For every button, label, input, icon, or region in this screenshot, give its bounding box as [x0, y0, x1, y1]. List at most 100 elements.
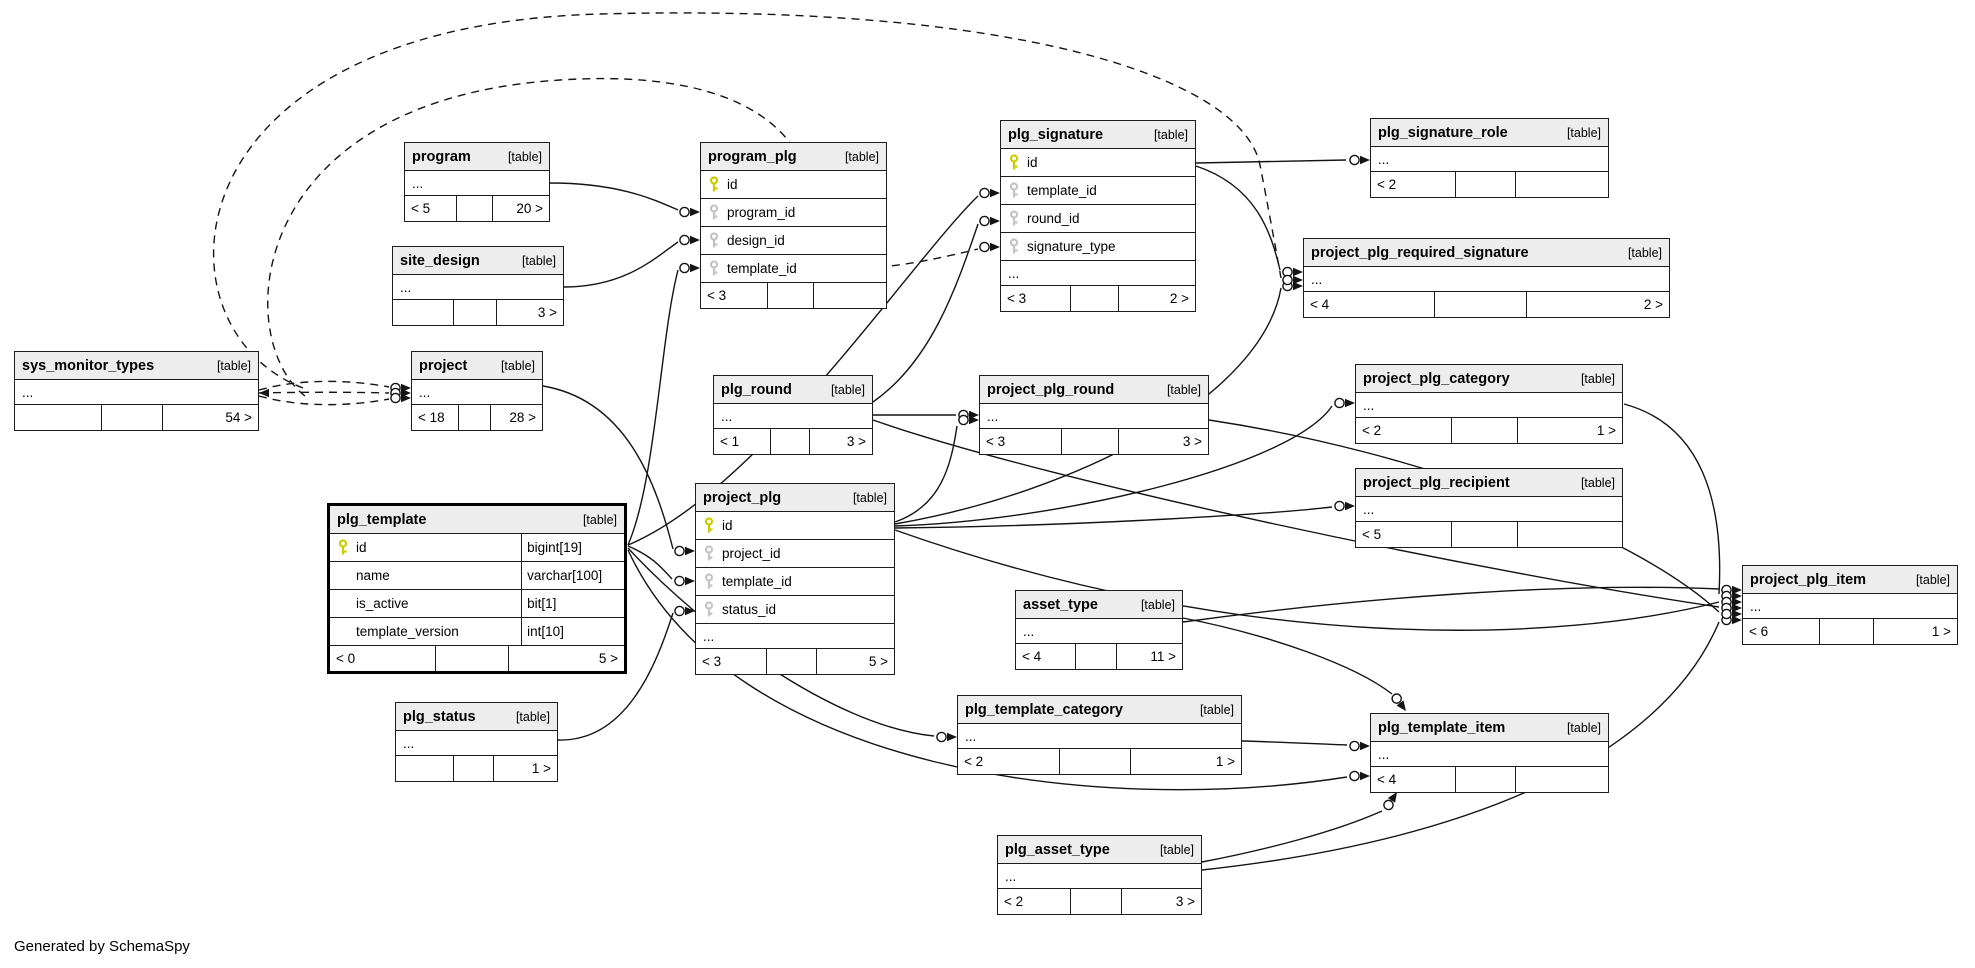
- table-header[interactable]: project_plg[table]: [696, 484, 894, 512]
- table-node-project_plg_required_signature[interactable]: project_plg_required_signature[table]...…: [1303, 238, 1670, 318]
- table-type-badge: [table]: [1580, 475, 1615, 490]
- table-header[interactable]: project[table]: [412, 352, 542, 380]
- key-icon-slot: [701, 176, 727, 193]
- relationship-line: [1182, 586, 1720, 623]
- parents-count: [15, 405, 103, 430]
- table-name[interactable]: plg_template_category: [965, 701, 1123, 718]
- table-name[interactable]: plg_template: [337, 511, 427, 528]
- zero-or-many-circle-icon: [674, 575, 685, 587]
- footer-spacer: [1820, 619, 1874, 644]
- table-header[interactable]: plg_round[table]: [714, 376, 872, 404]
- relationship-line: [627, 549, 1348, 791]
- table-header[interactable]: program[table]: [405, 143, 549, 171]
- table-node-plg_template_item[interactable]: plg_template_item[table]...< 4: [1370, 713, 1609, 793]
- relationship-line: [1182, 617, 1393, 695]
- ellipsis-label: ...: [1363, 501, 1375, 517]
- table-header[interactable]: plg_asset_type[table]: [998, 836, 1201, 864]
- table-name[interactable]: plg_signature: [1008, 126, 1104, 143]
- parents-count: < 5: [1356, 522, 1452, 547]
- relationship-line: [894, 405, 1333, 527]
- relationship-plg_round-to-plg_signature: [872, 215, 1000, 403]
- ellipsis-label: ...: [403, 735, 415, 751]
- table-header[interactable]: site_design[table]: [393, 247, 563, 275]
- table-header[interactable]: plg_status[table]: [396, 703, 557, 731]
- relationship-line: [1623, 403, 1721, 595]
- table-header[interactable]: asset_type [table]: [1016, 591, 1182, 619]
- crow-foot-arrow-icon: [990, 188, 1000, 198]
- parents-count: < 2: [998, 889, 1072, 914]
- key-icon-slot: [701, 204, 727, 221]
- table-name[interactable]: sys_monitor_types: [22, 357, 155, 374]
- footer-spacer: [454, 756, 495, 781]
- key-icon-slot: [696, 517, 722, 534]
- table-header[interactable]: plg_signature[table]: [1001, 121, 1195, 149]
- table-name[interactable]: site_design: [400, 252, 480, 269]
- table-name[interactable]: plg_template_item: [1378, 719, 1506, 736]
- table-name[interactable]: plg_signature_role: [1378, 124, 1508, 141]
- crow-foot-arrow-icon: [969, 415, 979, 425]
- table-name[interactable]: project_plg_round: [987, 381, 1115, 398]
- table-header[interactable]: project_plg_required_signature[table]: [1304, 239, 1669, 267]
- parents-count: < 2: [958, 749, 1060, 774]
- table-name[interactable]: asset_type: [1023, 596, 1098, 613]
- crow-foot-arrow-icon: [1345, 501, 1355, 511]
- table-node-sys_monitor_types[interactable]: sys_monitor_types[table]...54 >: [14, 351, 259, 431]
- table-name[interactable]: project_plg: [703, 489, 782, 506]
- table-name[interactable]: plg_round: [721, 381, 792, 398]
- column-name: is_active: [356, 596, 409, 611]
- hidden-columns-row: ...: [696, 624, 894, 649]
- table-header[interactable]: plg_template_item[table]: [1371, 714, 1608, 742]
- table-node-plg_status[interactable]: plg_status[table]...1 >: [395, 702, 558, 782]
- table-header[interactable]: plg_template_category[table]: [958, 696, 1241, 724]
- table-name[interactable]: project_plg_category: [1363, 370, 1510, 387]
- table-name[interactable]: program: [412, 148, 471, 165]
- table-header[interactable]: project_plg_recipient [table]: [1356, 469, 1622, 497]
- table-header[interactable]: plg_template[table]: [330, 506, 624, 534]
- table-header[interactable]: program_plg[table]: [701, 143, 886, 171]
- relationship-line: [627, 269, 679, 546]
- children-count: [1516, 172, 1608, 197]
- crow-foot-arrow-icon: [1345, 398, 1355, 408]
- zero-or-many-circle-icon: [390, 392, 401, 404]
- table-name[interactable]: project_plg_required_signature: [1311, 244, 1529, 261]
- table-header[interactable]: project_plg_category[table]: [1356, 365, 1622, 393]
- foreign-key-icon: [704, 601, 714, 617]
- table-node-project_plg_recipient[interactable]: project_plg_recipient [table]... < 5: [1355, 468, 1623, 548]
- table-name[interactable]: project_plg_item: [1750, 571, 1867, 588]
- crow-foot-arrow-icon: [690, 263, 700, 273]
- table-header[interactable]: plg_signature_role[table]: [1371, 119, 1608, 147]
- ellipsis-label: ...: [1023, 623, 1035, 639]
- table-node-site_design[interactable]: site_design[table]...3 >: [392, 246, 564, 326]
- table-name[interactable]: plg_status: [403, 708, 476, 725]
- crow-foot-arrow-icon: [1732, 615, 1742, 625]
- table-header[interactable]: project_plg_round[table]: [980, 376, 1208, 404]
- relationship-line: [1241, 740, 1348, 746]
- table-name[interactable]: plg_asset_type: [1005, 841, 1110, 858]
- table-name[interactable]: project_plg_recipient: [1363, 474, 1510, 491]
- hidden-columns-row: ...: [1001, 261, 1195, 286]
- children-count: 3 >: [1182, 434, 1202, 449]
- table-node-plg_signature_role[interactable]: plg_signature_role[table]...< 2: [1370, 118, 1609, 198]
- table-header[interactable]: sys_monitor_types[table]: [15, 352, 258, 380]
- table-name[interactable]: program_plg: [708, 148, 797, 165]
- table-type-badge: [table]: [1140, 597, 1175, 612]
- table-header[interactable]: project_plg_item[table]: [1743, 566, 1957, 594]
- table-name[interactable]: project: [419, 357, 468, 374]
